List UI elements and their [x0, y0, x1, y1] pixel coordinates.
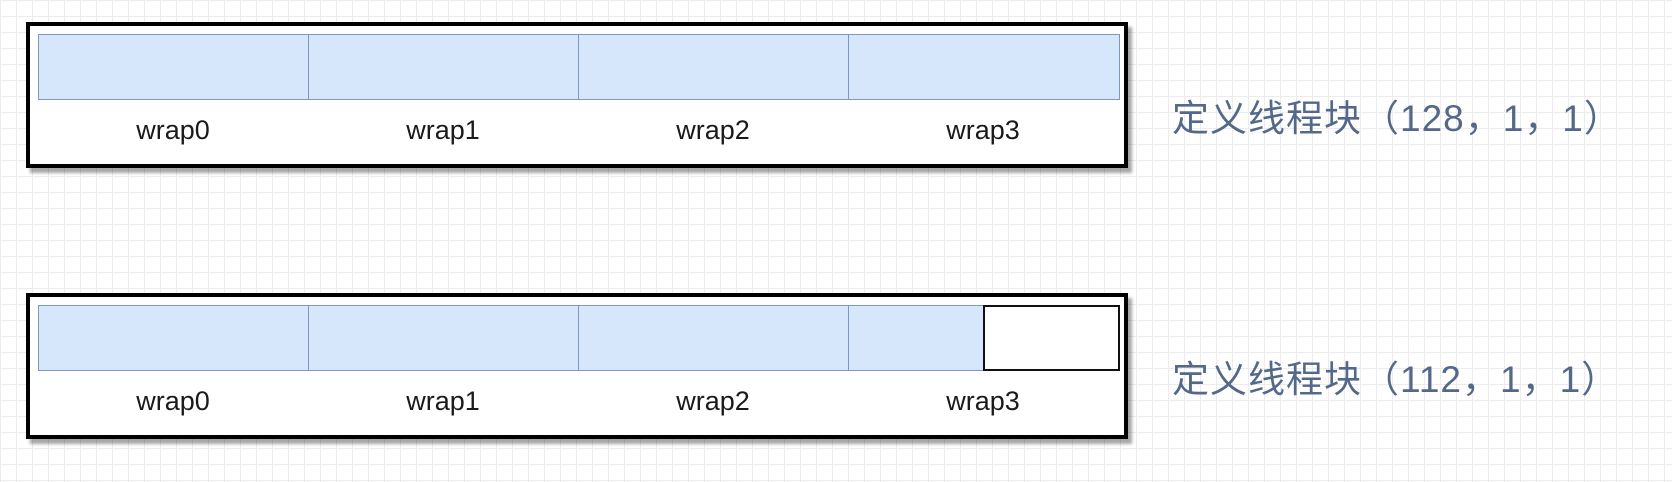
- warp-label-row: wrap0 wrap1 wrap2 wrap3: [38, 102, 1120, 158]
- thread-block-112: wrap0 wrap1 wrap2 wrap3: [26, 293, 1128, 439]
- warp3-label: wrap3: [946, 386, 1020, 416]
- warp3-cell: [848, 34, 1120, 100]
- warp1-label: wrap1: [406, 115, 480, 145]
- warp0-label: wrap0: [136, 386, 210, 416]
- warp3-label: wrap3: [946, 115, 1020, 145]
- warp0-cell: [38, 34, 309, 100]
- thread-block-caption: 定义线程块（128，1，1）: [1172, 98, 1622, 139]
- warp2-cell: [578, 34, 849, 100]
- warp0-cell: [38, 305, 309, 371]
- thread-block-caption: 定义线程块（112，1，1）: [1172, 359, 1620, 400]
- warp2-cell: [578, 305, 849, 371]
- warp1-cell: [308, 305, 579, 371]
- warp1-label: wrap1: [406, 386, 480, 416]
- warp3-empty-cell: [983, 305, 1120, 371]
- warp-cell-row: [38, 34, 1120, 100]
- warp1-cell: [308, 34, 579, 100]
- thread-block-128: wrap0 wrap1 wrap2 wrap3: [26, 22, 1128, 168]
- warp2-label: wrap2: [676, 386, 750, 416]
- warp0-label: wrap0: [136, 115, 210, 145]
- warp-cell-row: [38, 305, 1120, 371]
- warp3-filled-cell: [848, 305, 984, 371]
- warp-label-row: wrap0 wrap1 wrap2 wrap3: [38, 373, 1120, 429]
- warp2-label: wrap2: [676, 115, 750, 145]
